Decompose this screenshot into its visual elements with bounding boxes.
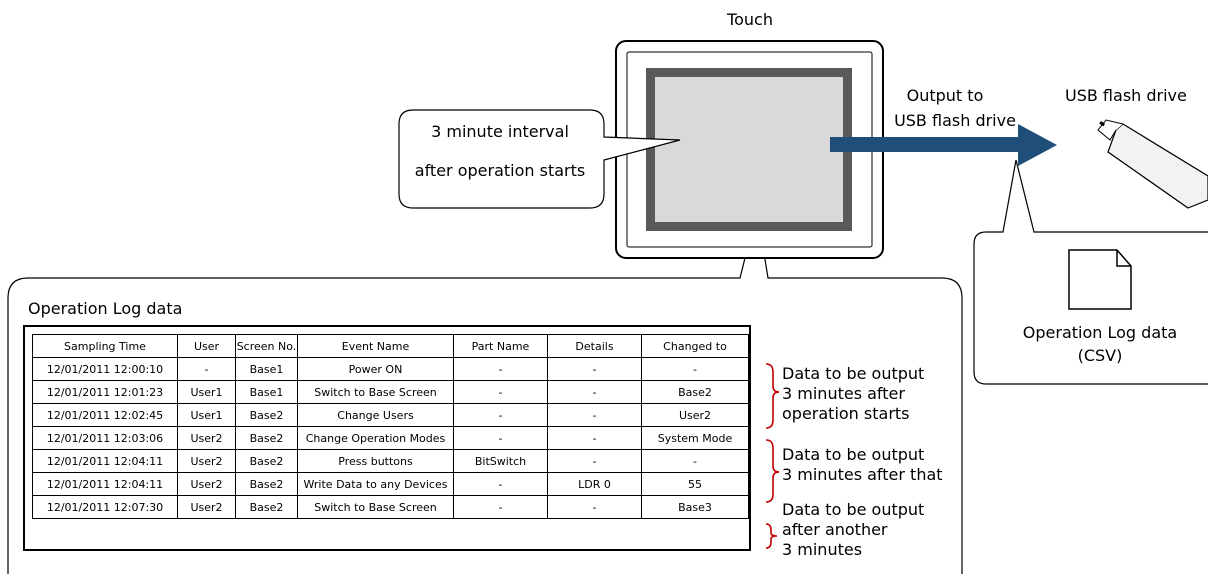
- table-cell: -: [453, 380, 548, 404]
- table-cell: -: [547, 380, 642, 404]
- column-header: Sampling Time: [32, 334, 178, 358]
- table-row: 12/01/2011 12:07:30 User2 Base2 Switch t…: [32, 495, 749, 519]
- table-cell: 12/01/2011 12:04:11: [32, 472, 178, 496]
- table-cell: 55: [641, 472, 749, 496]
- table-cell: -: [453, 357, 548, 381]
- operation-log-box: Sampling Time User Screen No. Event Name…: [23, 325, 751, 551]
- table-cell: -: [547, 449, 642, 473]
- device-label: Touch: [727, 10, 773, 29]
- table-cell: User2: [641, 403, 749, 427]
- table-cell: -: [453, 426, 548, 450]
- group-1-line2: 3 minutes after: [782, 384, 905, 403]
- output-label-line1: Output to: [906, 86, 984, 105]
- table-cell: Change Operation Modes: [297, 426, 454, 450]
- brace-group-3: [765, 523, 778, 549]
- table-cell: -: [547, 403, 642, 427]
- table-cell: -: [547, 426, 642, 450]
- table-cell: 12/01/2011 12:02:45: [32, 403, 178, 427]
- group-2-line2: 3 minutes after that: [782, 465, 943, 484]
- table-row: 12/01/2011 12:04:11 User2 Base2 Write Da…: [32, 472, 749, 496]
- table-cell: 12/01/2011 12:03:06: [32, 426, 178, 450]
- table-cell: -: [453, 403, 548, 427]
- table-cell: -: [641, 449, 749, 473]
- log-title: Operation Log data: [28, 299, 183, 318]
- table-cell: System Mode: [641, 426, 749, 450]
- table-cell: -: [177, 357, 236, 381]
- table-cell: User2: [177, 426, 236, 450]
- group-3-line2: after another: [782, 520, 888, 539]
- table-row: 12/01/2011 12:03:06 User2 Base2 Change O…: [32, 426, 749, 450]
- table-cell: -: [453, 495, 548, 519]
- csv-label-line1: Operation Log data: [1022, 323, 1178, 342]
- group-3-line3: 3 minutes: [782, 540, 863, 559]
- table-cell: -: [641, 357, 749, 381]
- group-3-line1: Data to be output: [782, 500, 925, 519]
- brace-group-2: [765, 439, 780, 503]
- table-cell: Base2: [235, 472, 298, 496]
- table-row: 12/01/2011 12:04:11 User2 Base2 Press bu…: [32, 449, 749, 473]
- table-cell: Switch to Base Screen: [297, 380, 454, 404]
- touch-device: [615, 40, 884, 259]
- csv-label-line2: (CSV): [1077, 346, 1123, 365]
- table-cell: LDR 0: [547, 472, 642, 496]
- table-row: 12/01/2011 12:00:10 - Base1 Power ON - -…: [32, 357, 749, 381]
- table-cell: -: [453, 472, 548, 496]
- column-header: User: [177, 334, 236, 358]
- table-cell: User1: [177, 403, 236, 427]
- group-1-line1: Data to be output: [782, 364, 925, 383]
- table-cell: User1: [177, 380, 236, 404]
- column-header: Event Name: [297, 334, 454, 358]
- column-header: Details: [547, 334, 642, 358]
- column-header: Changed to: [641, 334, 749, 358]
- interval-callout-line1: 3 minute interval: [431, 122, 569, 141]
- table-cell: Base3: [641, 495, 749, 519]
- table-cell: Power ON: [297, 357, 454, 381]
- group-3-note: Data to be output after another 3 minute…: [782, 500, 924, 560]
- table-cell: Base2: [641, 380, 749, 404]
- output-arrow: [830, 124, 1057, 166]
- table-cell: User2: [177, 495, 236, 519]
- interval-callout-frame: [398, 109, 681, 209]
- table-cell: 12/01/2011 12:01:23: [32, 380, 178, 404]
- interval-callout-line2: after operation starts: [414, 161, 586, 180]
- table-cell: 12/01/2011 12:00:10: [32, 357, 178, 381]
- table-cell: -: [547, 495, 642, 519]
- usb-label: USB flash drive: [1065, 86, 1187, 105]
- table-cell: Base2: [235, 495, 298, 519]
- brace-group-1: [765, 363, 780, 429]
- table-cell: Base2: [235, 426, 298, 450]
- table-row: 12/01/2011 12:01:23 User1 Base1 Switch t…: [32, 380, 749, 404]
- table-cell: Switch to Base Screen: [297, 495, 454, 519]
- table-cell: User2: [177, 472, 236, 496]
- table-header-row: Sampling Time User Screen No. Event Name…: [32, 334, 749, 358]
- table-cell: Write Data to any Devices: [297, 472, 454, 496]
- output-label-line2: USB flash drive: [894, 111, 1016, 130]
- table-cell: Base2: [235, 403, 298, 427]
- table-cell: Press buttons: [297, 449, 454, 473]
- table-row: 12/01/2011 12:02:45 User1 Base2 Change U…: [32, 403, 749, 427]
- table-cell: -: [547, 357, 642, 381]
- column-header: Screen No.: [235, 334, 298, 358]
- table-cell: 12/01/2011 12:04:11: [32, 449, 178, 473]
- usb-flash-drive-icon: [1097, 119, 1208, 209]
- operation-log-table: Sampling Time User Screen No. Event Name…: [32, 334, 749, 519]
- group-braces: [765, 363, 780, 549]
- group-2-note: Data to be output 3 minutes after that: [782, 445, 943, 485]
- table-cell: 12/01/2011 12:07:30: [32, 495, 178, 519]
- table-cell: BitSwitch: [453, 449, 548, 473]
- column-header: Part Name: [453, 334, 548, 358]
- group-2-line1: Data to be output: [782, 445, 925, 464]
- document-icon: [1068, 249, 1132, 310]
- group-1-note: Data to be output 3 minutes after operat…: [782, 364, 924, 424]
- table-cell: Base2: [235, 449, 298, 473]
- table-cell: Change Users: [297, 403, 454, 427]
- table-cell: Base1: [235, 357, 298, 381]
- table-cell: Base1: [235, 380, 298, 404]
- group-1-line3: operation starts: [782, 404, 910, 423]
- table-cell: User2: [177, 449, 236, 473]
